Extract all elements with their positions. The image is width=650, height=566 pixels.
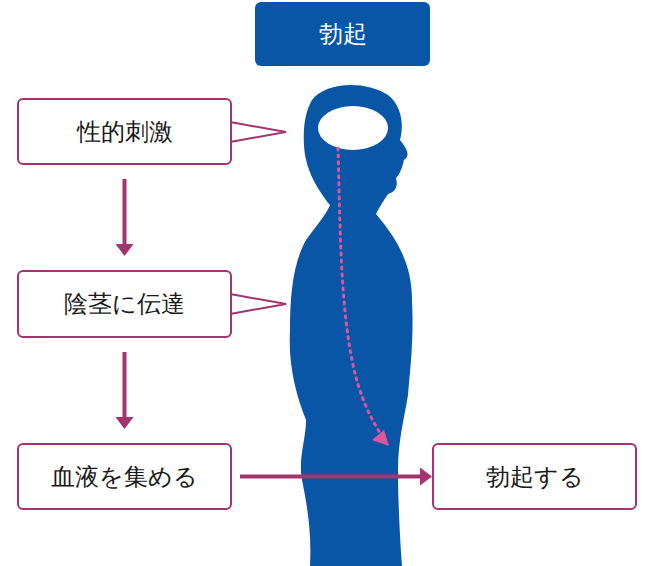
arrowhead <box>116 244 134 256</box>
body-silhouette <box>290 85 413 566</box>
callout-pointer <box>230 122 286 142</box>
process-box: 性的刺激 <box>17 98 232 165</box>
flow-arrow <box>123 179 127 246</box>
flow-arrow <box>123 352 127 419</box>
flow-arrow <box>240 475 422 479</box>
arrowhead <box>420 468 432 486</box>
process-box: 血液を集める <box>17 443 232 510</box>
nerve-arrowhead <box>372 430 389 446</box>
box-label: 勃起する <box>486 461 584 493</box>
title-box: 勃起 <box>255 2 430 66</box>
nerve-path <box>338 148 382 436</box>
brain <box>318 106 388 150</box>
process-box: 勃起する <box>432 443 637 510</box>
process-box: 陰茎に伝達 <box>17 270 232 338</box>
callout-pointer <box>230 294 286 314</box>
arrowhead <box>116 417 134 429</box>
title: 勃起 <box>319 18 367 50</box>
box-label: 陰茎に伝達 <box>64 288 185 320</box>
box-label: 血液を集める <box>51 461 198 493</box>
box-label: 性的刺激 <box>77 116 173 148</box>
